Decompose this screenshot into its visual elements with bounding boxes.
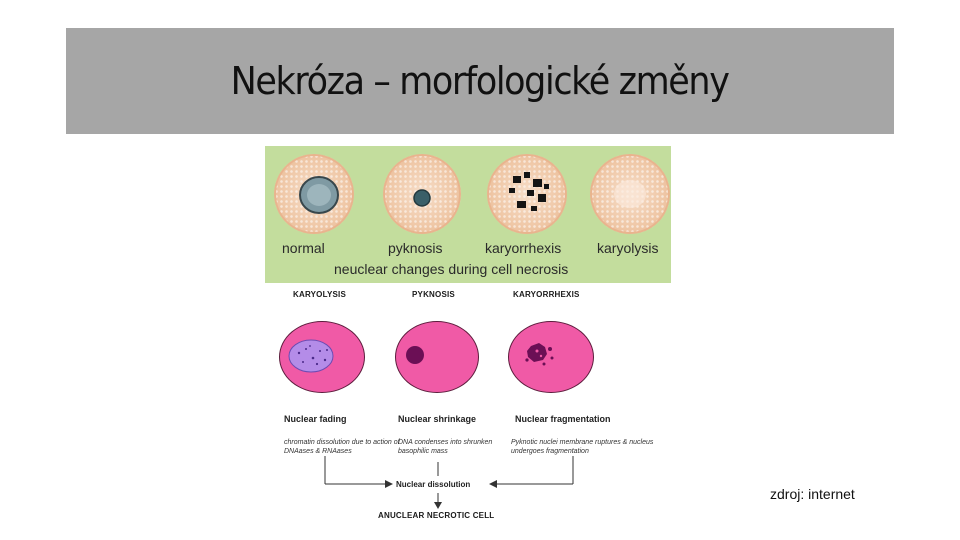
header-pyknosis: PYKNOSIS — [412, 290, 455, 299]
label-karyorrhexis: karyorrhexis — [485, 240, 562, 256]
nuclear-dissolution-label: Nuclear dissolution — [396, 480, 471, 489]
desc-pyknosis: DNA condenses into shrunken basophilic m… — [398, 439, 493, 455]
top-caption: neuclear changes during cell necrosis — [334, 261, 569, 277]
karyolysis-ghost-nucleus — [614, 180, 646, 208]
necrosis-figure: normal pyknosis karyorrhexis karyolysis … — [265, 146, 673, 526]
anuclear-cell-label: ANUCLEAR NECROTIC CELL — [378, 511, 495, 520]
slide-title: Nekróza – morfologické změny — [231, 59, 730, 103]
label-pyknosis: pyknosis — [388, 240, 443, 256]
title-nuclear-fragmentation: Nuclear fragmentation — [515, 414, 611, 424]
title-bar: Nekróza – morfologické změny — [66, 28, 894, 134]
label-normal: normal — [282, 240, 325, 256]
label-karyolysis: karyolysis — [597, 240, 659, 256]
title-nuclear-shrinkage: Nuclear shrinkage — [398, 414, 477, 424]
header-karyorrhexis: KARYORRHEXIS — [513, 290, 580, 299]
karyorrhexis-fragments — [509, 172, 549, 211]
source-note: zdroj: internet — [770, 486, 855, 502]
title-nuclear-fading: Nuclear fading — [284, 414, 347, 424]
pyknotic-nucleus — [413, 189, 431, 207]
desc-karyolysis: chromatin dissolution due to action of D… — [284, 439, 400, 455]
nuclei-overlay — [288, 339, 554, 373]
dissolution-arrows — [324, 456, 574, 504]
header-karyolysis: KARYOLYSIS — [293, 290, 346, 299]
desc-karyorrhexis: Pyknotic nuclei membrane ruptures & nucl… — [511, 439, 654, 455]
